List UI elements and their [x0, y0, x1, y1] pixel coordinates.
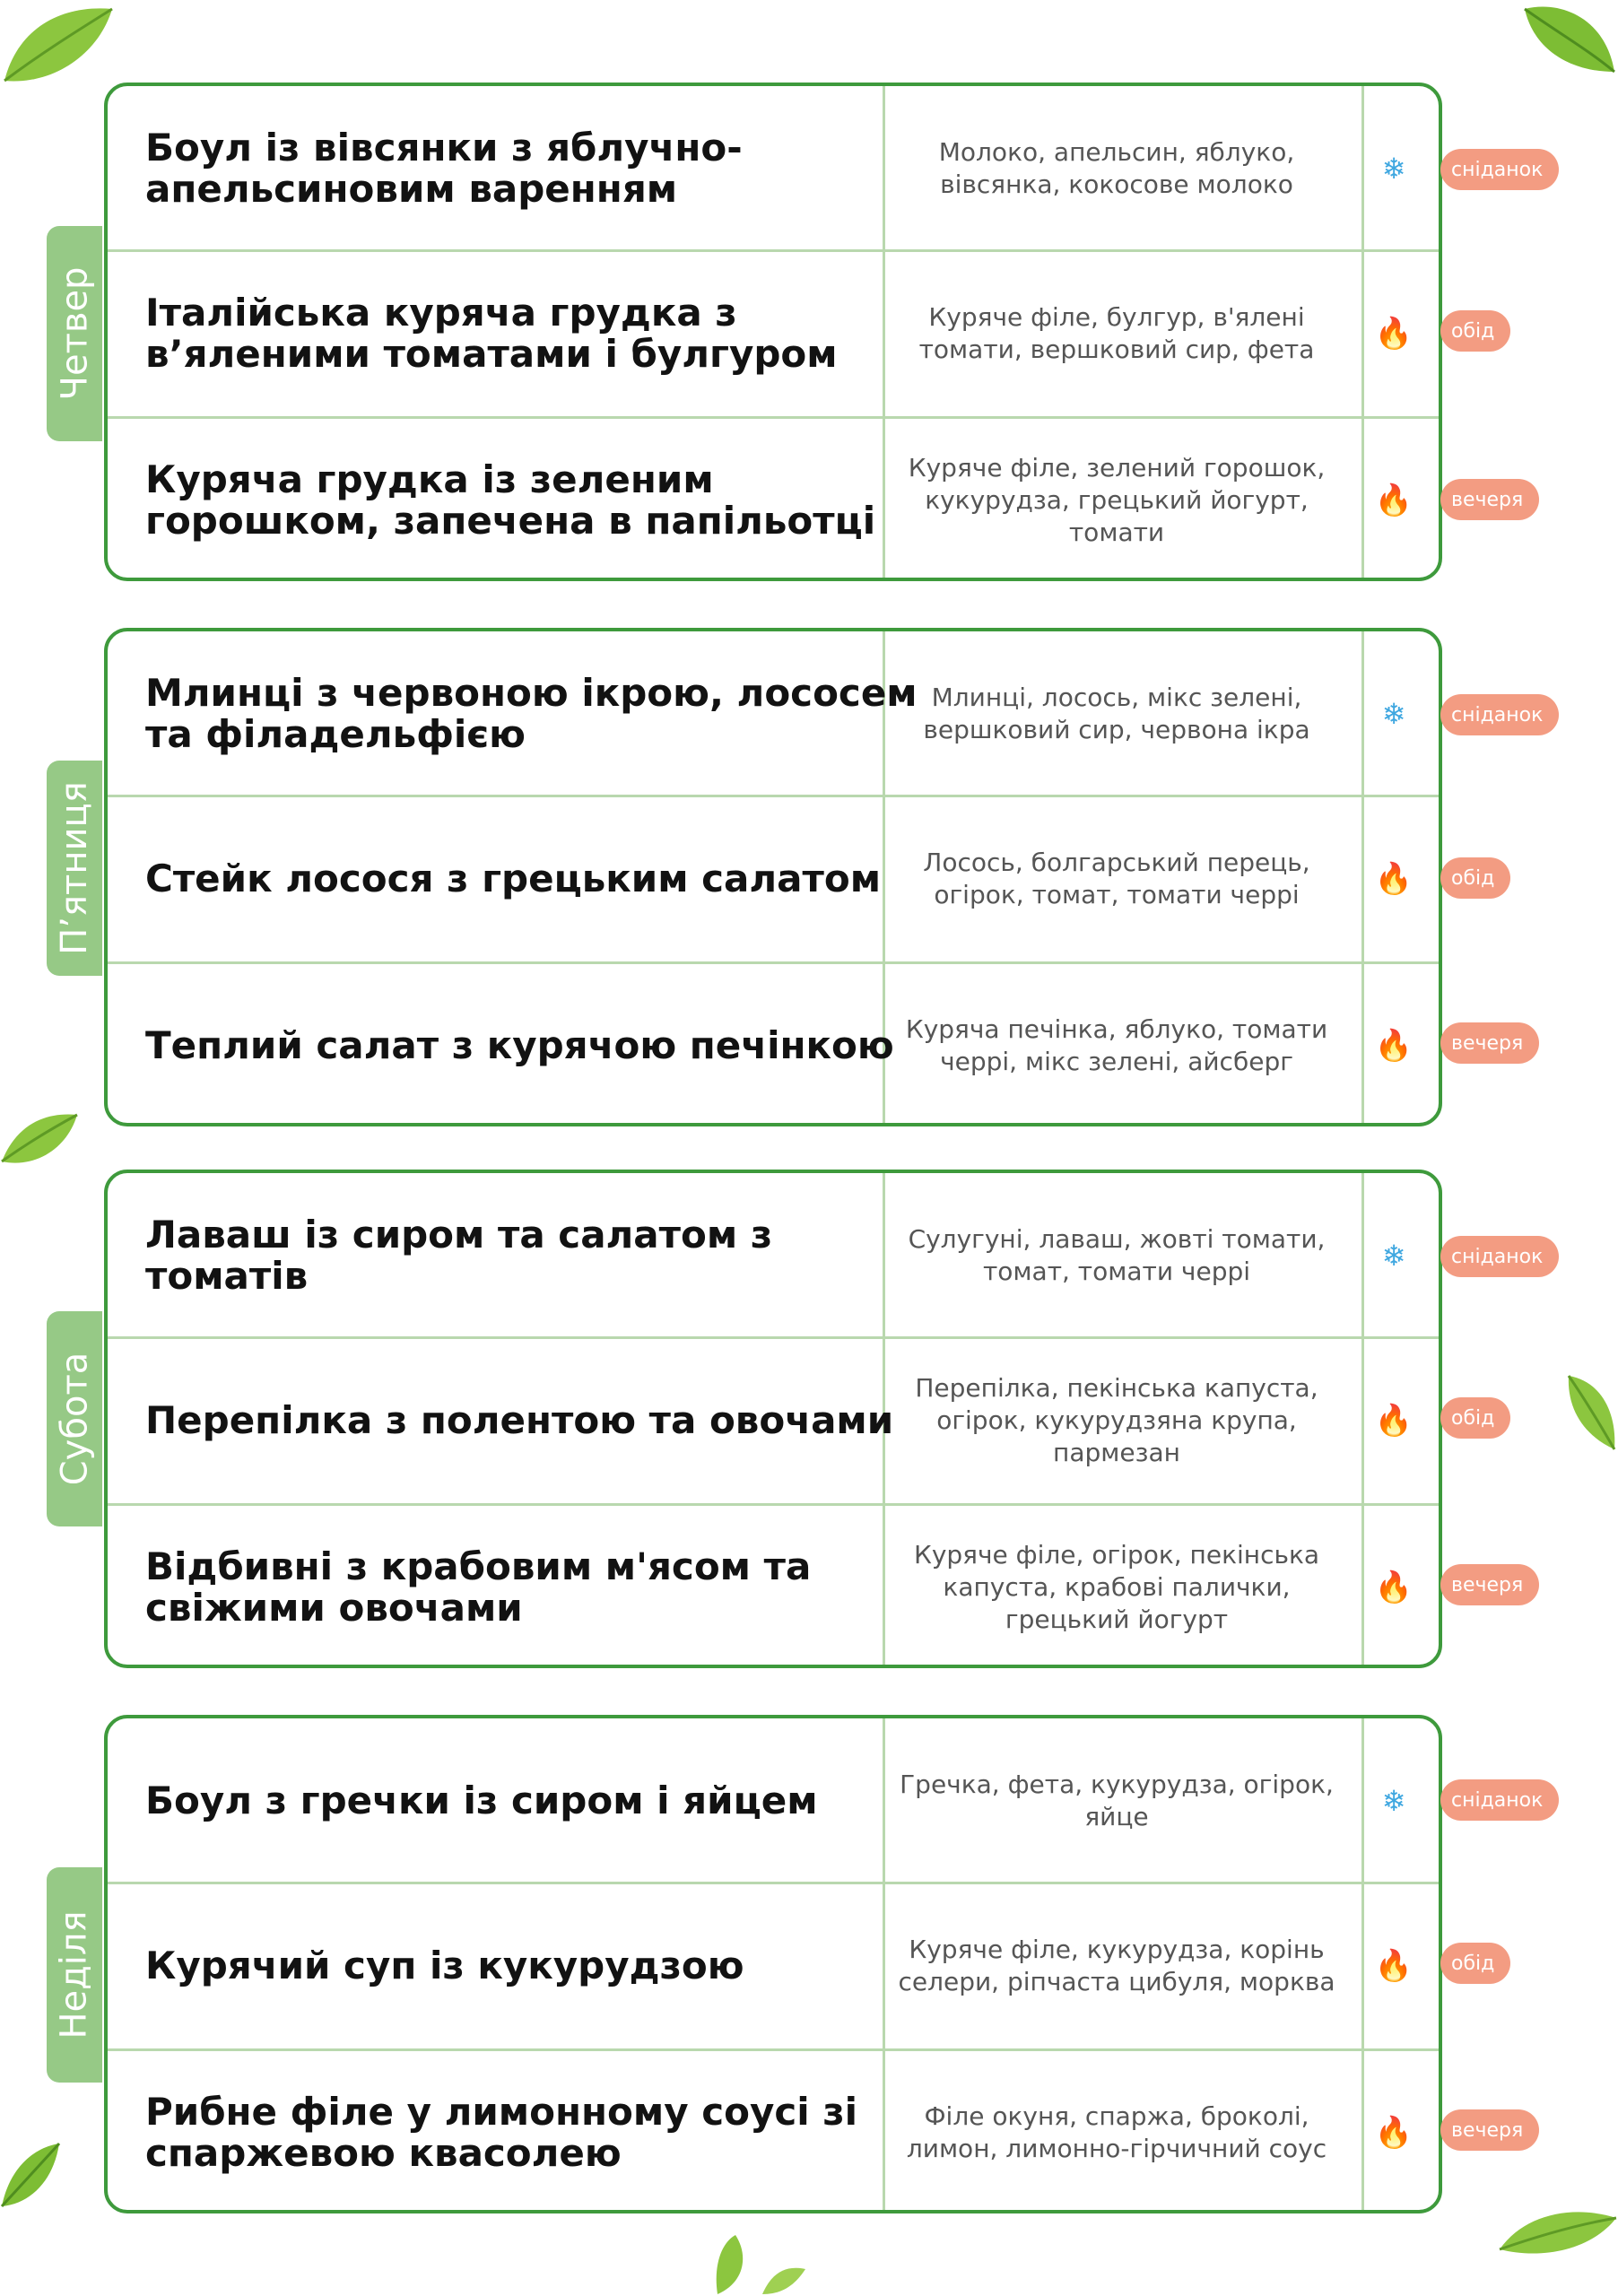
- day-tab-saturday: Субота: [47, 1311, 102, 1526]
- leaf-decoration-right-middle: [1567, 1375, 1616, 1450]
- leaf-decoration-top-right: [1524, 6, 1615, 74]
- day-tab-thursday: Четвер: [47, 226, 102, 441]
- meal-badge-dinner: вечеря: [1440, 1564, 1540, 1605]
- dish-name: Куряча грудка із зеленим горошком, запеч…: [145, 457, 876, 543]
- fire-icon: 🔥: [1374, 1403, 1414, 1439]
- fire-icon: 🔥: [1374, 1028, 1414, 1064]
- day-tab-friday: П’ятниця: [47, 761, 102, 976]
- leaf-decoration-left-middle: [1, 1113, 78, 1163]
- day-block-friday: Млинці з червоною ікрою, лососем та філа…: [104, 628, 1442, 1126]
- meal-row: Теплий салат з курячою печінкою Куряча п…: [108, 963, 1439, 1128]
- meal-badge-lunch: обід: [1440, 857, 1511, 899]
- dish-name: Курячий суп із кукурудзою: [145, 1944, 744, 1987]
- meal-badge-lunch: обід: [1440, 1397, 1511, 1439]
- meal-row: Куряча грудка із зеленим горошком, запеч…: [108, 418, 1439, 583]
- meal-badge-dinner: вечеря: [1440, 479, 1540, 520]
- fire-icon: 🔥: [1374, 483, 1414, 518]
- dish-name: Стейк лосося з грецьким салатом: [145, 857, 882, 900]
- dish-name: Боул з гречки із сиром і яйцем: [145, 1779, 818, 1822]
- ingredients: Млинці, лосось, мікс зелені, вершковий с…: [923, 683, 1310, 744]
- meal-row: Перепілка з полентою та овочами Перепілк…: [108, 1338, 1439, 1503]
- meal-row: Італійська куряча грудка з в’яленими том…: [108, 251, 1439, 416]
- fire-icon: 🔥: [1374, 316, 1414, 352]
- meal-badge-dinner: вечеря: [1440, 1022, 1540, 1064]
- meal-row: Лаваш із сиром та салатом з томатів Сулу…: [108, 1173, 1439, 1338]
- ingredients: Куряче філе, булгур, в'ялені томати, вер…: [918, 302, 1315, 364]
- meal-badge-lunch: обід: [1440, 1943, 1511, 1984]
- leaf-decoration-bottom-right: [1499, 2212, 1617, 2254]
- day-tab-sunday: Неділя: [47, 1867, 102, 2083]
- meal-badge-breakfast: сніданок: [1440, 149, 1560, 190]
- day-name: Субота: [54, 1352, 95, 1486]
- day-block-saturday: Лаваш із сиром та салатом з томатів Сулу…: [104, 1170, 1442, 1668]
- snowflake-icon: ❄: [1381, 697, 1406, 731]
- dish-name: Боул із вівсянки з яблучно-апельсиновим …: [145, 126, 743, 211]
- fire-icon: 🔥: [1374, 1570, 1414, 1605]
- meal-badge-lunch: обід: [1440, 310, 1511, 352]
- meal-badge-breakfast: сніданок: [1440, 694, 1560, 735]
- snowflake-icon: ❄: [1381, 152, 1406, 186]
- ingredients: Куряче філе, зелений горошок, кукурудза,…: [908, 453, 1326, 547]
- meal-row: Відбивні з крабовим м'ясом та свіжими ов…: [108, 1505, 1439, 1670]
- meal-row: Боул із вівсянки з яблучно-апельсиновим …: [108, 86, 1439, 251]
- meal-badge-dinner: вечеря: [1440, 2109, 1540, 2151]
- ingredients: Філе окуня, спаржа, броколі, лимон, лимо…: [906, 2101, 1327, 2163]
- fire-icon: 🔥: [1374, 2115, 1414, 2151]
- fire-icon: 🔥: [1374, 1948, 1414, 1984]
- meal-row: Боул з гречки із сиром і яйцем Гречка, ф…: [108, 1718, 1439, 1883]
- dish-name: Млинці з червоною ікрою, лососем та філа…: [145, 671, 918, 756]
- meal-badge-breakfast: сніданок: [1440, 1779, 1560, 1821]
- day-block-thursday: Боул із вівсянки з яблучно-апельсиновим …: [104, 83, 1442, 581]
- day-name: Четвер: [54, 266, 95, 401]
- ingredients: Куряче філе, кукурудза, корінь селери, р…: [898, 1935, 1335, 1996]
- ingredients: Перепілка, пекінська капуста, огірок, ку…: [915, 1373, 1318, 1467]
- ingredients: Молоко, апельсин, яблуко, вівсянка, коко…: [938, 137, 1295, 199]
- meal-badge-breakfast: сніданок: [1440, 1236, 1560, 1277]
- meal-row: Млинці з червоною ікрою, лососем та філа…: [108, 631, 1439, 796]
- ingredients: Куряче філе, огірок, пекінська капуста, …: [913, 1540, 1320, 1634]
- leaf-decoration-bottom-left: [0, 2142, 61, 2208]
- snowflake-icon: ❄: [1381, 1239, 1406, 1273]
- ingredients: Сулугуні, лаваш, жовті томати, томат, то…: [908, 1224, 1326, 1286]
- meal-row: Рибне філе у лимонному соусі зі спаржево…: [108, 2050, 1439, 2215]
- fire-icon: 🔥: [1374, 861, 1414, 897]
- dish-name: Італійська куряча грудка з в’яленими том…: [145, 291, 838, 376]
- day-name: П’ятниця: [54, 781, 95, 955]
- dish-name: Лаваш із сиром та салатом з томатів: [145, 1213, 773, 1298]
- snowflake-icon: ❄: [1381, 1784, 1406, 1818]
- day-name: Неділя: [54, 1910, 95, 2039]
- dish-name: Перепілка з полентою та овочами: [145, 1398, 894, 1442]
- dish-name: Відбивні з крабовим м'ясом та свіжими ов…: [145, 1544, 812, 1630]
- day-block-sunday: Боул з гречки із сиром і яйцем Гречка, ф…: [104, 1715, 1442, 2213]
- ingredients: Лосось, болгарський перець, огірок, тома…: [923, 848, 1310, 909]
- meal-row: Стейк лосося з грецьким салатом Лосось, …: [108, 796, 1439, 961]
- ingredients: Куряча печінка, яблуко, томати черрі, мі…: [905, 1014, 1328, 1076]
- dish-name: Рибне філе у лимонному соусі зі спаржево…: [145, 2090, 858, 2175]
- dish-name: Теплий салат з курячою печінкою: [145, 1023, 894, 1067]
- leaf-decoration-top-left: [4, 7, 113, 83]
- ingredients: Гречка, фета, кукурудза, огірок, яйце: [900, 1770, 1334, 1831]
- meal-row: Курячий суп із кукурудзою Куряче філе, к…: [108, 1883, 1439, 2048]
- leaf-decoration-bottom-center: [716, 2235, 805, 2294]
